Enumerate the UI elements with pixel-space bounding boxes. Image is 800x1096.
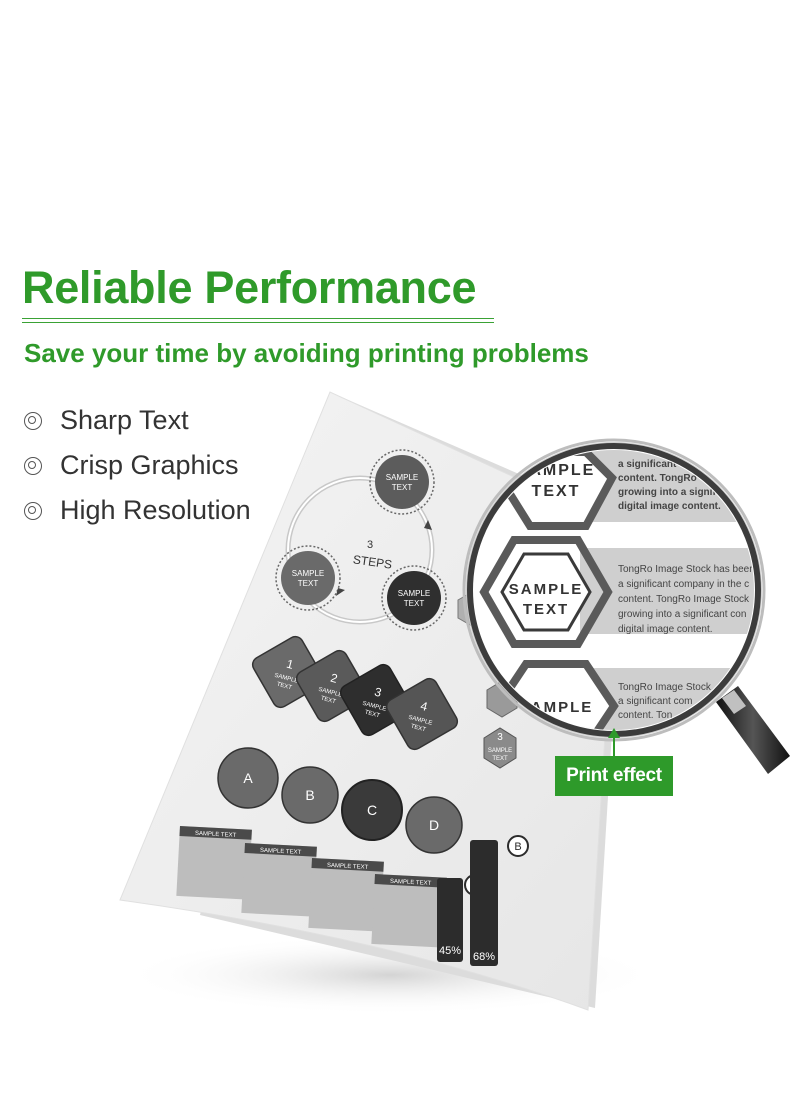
cycle-center-number: 3 — [367, 539, 373, 551]
feature-label: Crisp Graphics — [60, 450, 239, 480]
lens-hex-label: TEXT — [532, 483, 581, 500]
lens-body-line: content. Ton — [618, 710, 672, 721]
abcd-process-diagram: A B C D SAMPLE TEXT SAMPLE TEXT SAMPLE T… — [176, 747, 463, 948]
feature-label: High Resolution — [60, 495, 251, 525]
process-step-letter: C — [367, 802, 377, 818]
process-step-letter: A — [243, 770, 253, 786]
page-subtitle: Save your time by avoiding printing prob… — [24, 338, 589, 368]
steps-cycle-diagram: 3 STEPS SAMPLE TEXT SAMPLE TEXT SAMPLE T… — [275, 449, 447, 631]
bar-percent: 45% — [439, 945, 461, 957]
hex-number: 3 — [497, 732, 503, 743]
bar-percent: 68% — [473, 951, 495, 963]
cycle-node-label: TEXT — [404, 599, 425, 608]
lens-body-line: digital image content. — [618, 501, 721, 512]
hex-label: SAMPLE — [488, 748, 512, 754]
process-box-heading: SAMPLE TEXT — [327, 863, 369, 871]
lens-hex-label: TEXT — [523, 601, 569, 618]
diamond-number: 2 — [329, 671, 339, 686]
bar-b — [470, 840, 498, 966]
cycle-center-label: STEPS — [352, 552, 393, 571]
feature-item: Sharp Text — [24, 398, 251, 443]
diamond-label: TEXT — [276, 682, 293, 692]
lens-body-line: digital image content. — [618, 624, 713, 635]
double-circle-bullet-icon — [24, 501, 42, 520]
double-circle-bullet-icon — [24, 411, 42, 430]
diamond-steps-diagram: 1 SAMPLE TEXT 2 SAMPLE TEXT 3 SAMPLE TEX… — [251, 635, 459, 751]
lens-body-line: TongRo Image Stock has been — [618, 564, 755, 575]
process-step-letter: D — [429, 817, 439, 833]
cycle-node-label: TEXT — [392, 483, 413, 492]
lens-body-line: content. TongRo Image Stock — [618, 594, 750, 605]
cycle-node-label: SAMPLE — [398, 589, 430, 598]
cycle-node-label: TEXT — [298, 579, 319, 588]
magnifier-lens: SAMPLE TEXT a significant content. TongR… — [462, 438, 766, 742]
diamond-number: 1 — [285, 657, 295, 672]
lens-body-line: a significant company in the c — [618, 579, 749, 590]
lens-body-line: a significant com — [618, 696, 692, 707]
hex-label: TEXT — [492, 756, 508, 762]
lens-body-line: growing into a significant con — [618, 609, 746, 620]
process-box-heading: SAMPLE TEXT — [195, 831, 237, 839]
cycle-node-label: SAMPLE — [292, 569, 324, 578]
bar-a — [437, 878, 463, 962]
process-box-heading: SAMPLE TEXT — [390, 879, 432, 887]
print-effect-badge: Print effect — [555, 756, 673, 796]
diamond-label: TEXT — [320, 696, 337, 706]
diamond-number: 4 — [419, 699, 429, 714]
cycle-node-label: SAMPLE — [386, 473, 418, 482]
feature-list: Sharp Text Crisp Graphics High Resolutio… — [24, 398, 251, 533]
diamond-label: TEXT — [410, 724, 427, 734]
percentage-bars: A 45% B 68% — [437, 835, 529, 966]
lens-body-line: growing into a signif — [618, 487, 716, 498]
page-title: Reliable Performance — [22, 262, 477, 313]
feature-item: Crisp Graphics — [24, 443, 251, 488]
lens-body-line: TongRo Image Stock — [618, 682, 712, 693]
process-step-letter: B — [305, 787, 314, 803]
process-box-heading: SAMPLE TEXT — [260, 848, 302, 856]
diamond-label: TEXT — [364, 710, 381, 720]
diamond-number: 3 — [373, 685, 383, 700]
lens-body-line: content. TongRo — [618, 473, 697, 484]
lens-hex-label: SAMPLE — [509, 581, 584, 598]
bar-label: B — [514, 841, 521, 853]
feature-item: High Resolution — [24, 488, 251, 533]
print-effect-arrow — [608, 728, 620, 756]
double-circle-bullet-icon — [24, 456, 42, 475]
magnifier-handle — [716, 686, 790, 774]
title-divider — [22, 318, 494, 323]
lens-body-line: a significant — [618, 459, 677, 470]
feature-label: Sharp Text — [60, 405, 189, 435]
